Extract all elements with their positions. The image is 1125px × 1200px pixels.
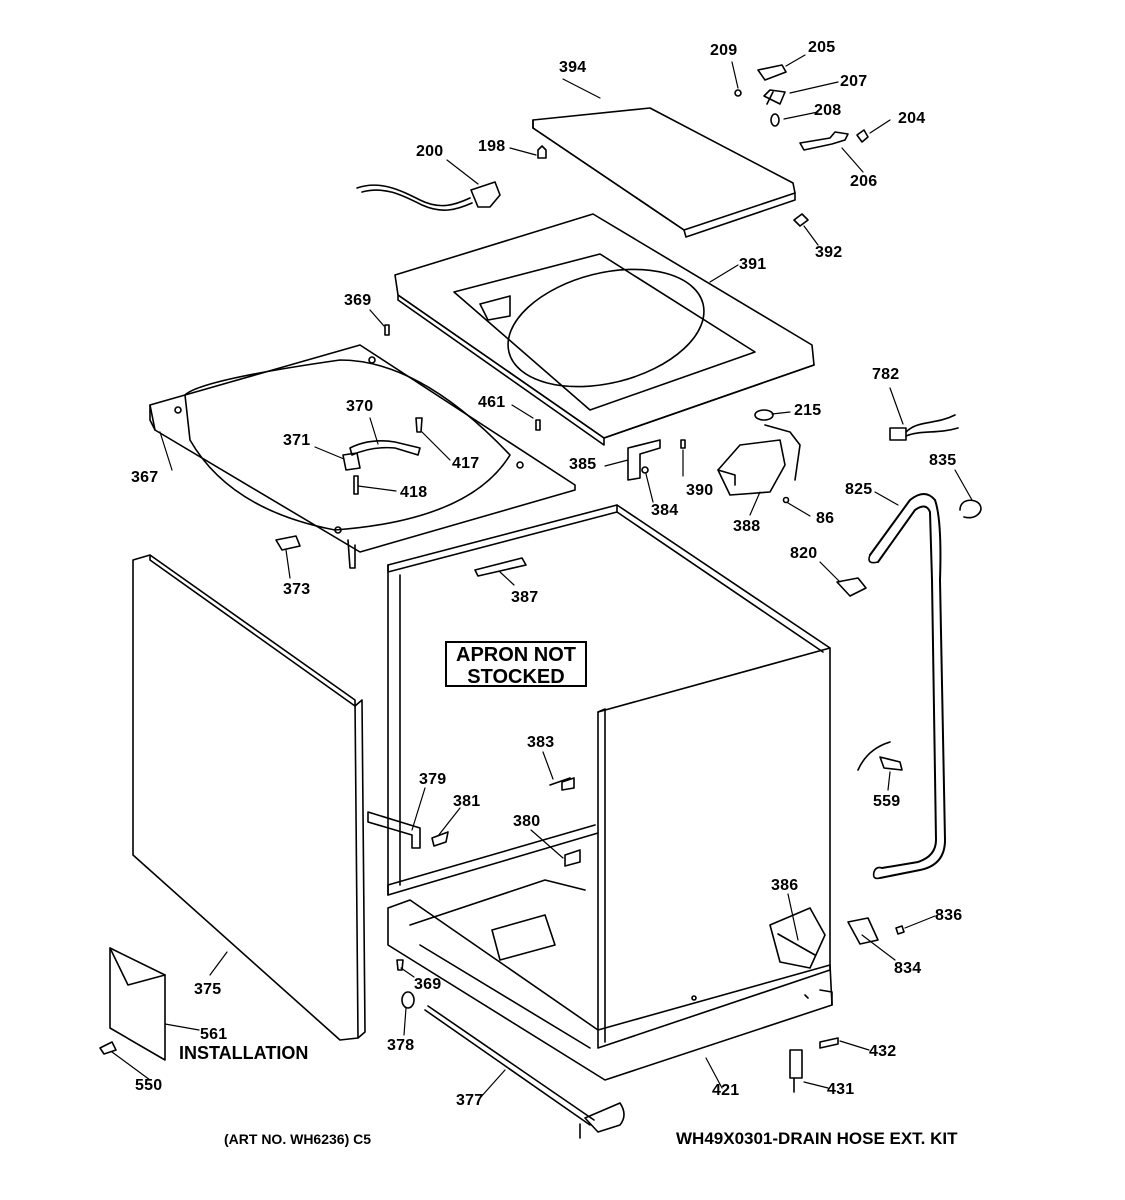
part-label-383: 383 bbox=[527, 734, 555, 751]
bracket-385 bbox=[627, 439, 686, 481]
drain-hose-825 bbox=[836, 493, 946, 880]
apron-not-stocked-callout: APRON NOT STOCKED bbox=[445, 641, 587, 688]
part-label-204: 204 bbox=[898, 110, 926, 127]
part-label-820: 820 bbox=[790, 545, 818, 562]
part-label-559: 559 bbox=[873, 793, 901, 810]
part-label-391: 391 bbox=[739, 256, 767, 273]
part-label-380: 380 bbox=[513, 813, 541, 830]
part-label-561: 561 bbox=[200, 1026, 228, 1043]
part-label-384: 384 bbox=[651, 502, 679, 519]
lid-394 bbox=[532, 107, 796, 238]
part-label-394: 394 bbox=[559, 59, 587, 76]
part-label-200: 200 bbox=[416, 143, 444, 160]
part-label-198: 198 bbox=[478, 138, 506, 155]
callout-line-2: STOCKED bbox=[467, 666, 565, 688]
art-number: (ART NO. WH6236) C5 bbox=[224, 1131, 372, 1147]
installation-label: INSTALLATION bbox=[179, 1043, 309, 1063]
part-label-387: 387 bbox=[511, 589, 539, 606]
lid-switch-388 bbox=[717, 409, 801, 504]
part-label-208: 208 bbox=[814, 102, 842, 119]
part-label-418: 418 bbox=[400, 484, 428, 501]
part-label-371: 371 bbox=[283, 432, 311, 449]
part-label-431: 431 bbox=[827, 1081, 855, 1098]
top-cover-391 bbox=[394, 213, 815, 446]
callout-line-1: APRON NOT bbox=[456, 644, 576, 666]
wire-harness-782 bbox=[889, 414, 982, 519]
power-cord-200 bbox=[356, 181, 501, 211]
part-label-370: 370 bbox=[346, 398, 374, 415]
base-421 bbox=[387, 879, 833, 1081]
part-label-86: 86 bbox=[816, 510, 835, 527]
side-panel-375 bbox=[132, 554, 366, 1041]
part-label-381: 381 bbox=[453, 793, 481, 810]
tub-frame-367 bbox=[149, 344, 576, 569]
part-label-836: 836 bbox=[935, 907, 963, 924]
part-label-379: 379 bbox=[419, 771, 447, 788]
part-label-369-bottom: 369 bbox=[414, 976, 442, 993]
part-label-369-top: 369 bbox=[344, 292, 372, 309]
part-label-215: 215 bbox=[794, 402, 822, 419]
bottom-hardware bbox=[99, 959, 839, 1093]
part-label-205: 205 bbox=[808, 39, 836, 56]
part-label-550: 550 bbox=[135, 1077, 163, 1094]
part-label-386: 386 bbox=[771, 877, 799, 894]
part-label-782: 782 bbox=[872, 366, 900, 383]
envelope-561 bbox=[109, 947, 166, 1061]
rod-377 bbox=[424, 1005, 625, 1139]
part-label-432: 432 bbox=[869, 1043, 897, 1060]
part-label-835: 835 bbox=[929, 452, 957, 469]
wire-559 bbox=[857, 741, 903, 771]
part-label-417: 417 bbox=[452, 455, 480, 472]
part-label-825: 825 bbox=[845, 481, 873, 498]
drain-hose-kit-label: WH49X0301-DRAIN HOSE EXT. KIT bbox=[676, 1129, 958, 1148]
part-label-388: 388 bbox=[733, 518, 761, 535]
part-label-378: 378 bbox=[387, 1037, 415, 1054]
part-label-207: 207 bbox=[840, 73, 868, 90]
part-label-206: 206 bbox=[850, 173, 878, 190]
part-label-375: 375 bbox=[194, 981, 222, 998]
part-label-392: 392 bbox=[815, 244, 843, 261]
frame-hardware bbox=[275, 324, 541, 551]
part-label-461: 461 bbox=[478, 394, 506, 411]
part-label-377: 377 bbox=[456, 1092, 484, 1109]
part-label-390: 390 bbox=[686, 482, 714, 499]
part-label-373: 373 bbox=[283, 581, 311, 598]
corner-brace-386 bbox=[769, 907, 905, 969]
part-label-421: 421 bbox=[712, 1082, 740, 1099]
lid-hinge-parts bbox=[537, 64, 869, 227]
leader-lines bbox=[111, 54, 973, 1099]
part-label-385: 385 bbox=[569, 456, 597, 473]
part-label-367: 367 bbox=[131, 469, 159, 486]
brace-379 bbox=[367, 777, 581, 867]
part-label-834: 834 bbox=[894, 960, 922, 977]
part-label-209: 209 bbox=[710, 42, 738, 59]
